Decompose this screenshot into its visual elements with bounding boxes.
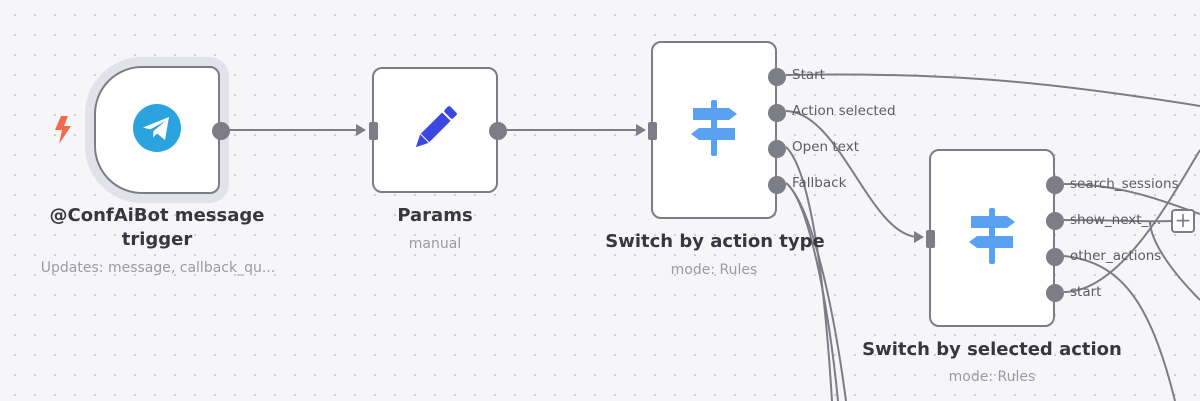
output-port-start[interactable]	[1046, 284, 1064, 302]
output-port-start[interactable]	[768, 68, 786, 86]
signpost-icon	[967, 208, 1017, 268]
output-port-show-next[interactable]	[1046, 212, 1064, 230]
pencil-icon	[407, 100, 463, 160]
switch-action-type-subtitle: mode: Rules	[670, 262, 758, 278]
edge-right-curve	[1149, 220, 1200, 301]
switch-selected-action-node[interactable]	[926, 149, 1064, 327]
output-label-start: Start	[792, 67, 825, 83]
telegram-trigger-title: @ConfAiBot message trigger	[49, 205, 265, 250]
plus-icon: +	[1174, 208, 1192, 232]
output-port-other-actions[interactable]	[1046, 248, 1064, 266]
edge-start-loop	[1063, 149, 1200, 293]
output-port[interactable]	[489, 122, 507, 140]
output-label-open-text: Open text	[792, 139, 859, 155]
switch-selected-action-title: Switch by selected action	[862, 339, 1122, 360]
edge-fallback-out-b	[785, 182, 847, 401]
telegram-icon	[132, 103, 182, 157]
add-node-button[interactable]: +	[1171, 209, 1195, 233]
switch-action-type-title: Switch by action type	[605, 231, 825, 252]
signpost-icon	[689, 100, 739, 160]
arrowhead-switch	[636, 124, 646, 136]
arrowhead-params	[356, 124, 366, 136]
output-label-show-next: show_next_...	[1070, 212, 1162, 228]
edge-start-out	[785, 73, 1200, 107]
output-label-fallback: Fallback	[792, 175, 847, 191]
telegram-trigger-node[interactable]	[94, 66, 230, 194]
output-port[interactable]	[212, 122, 230, 140]
edge-show-next-out	[1063, 219, 1172, 223]
params-node[interactable]	[369, 67, 507, 193]
params-title: Params	[397, 205, 473, 226]
switch-selected-action-subtitle: mode: Rules	[948, 369, 1036, 385]
edge-open-text-out	[785, 146, 833, 401]
output-port-open-text[interactable]	[768, 140, 786, 158]
output-label-action-selected: Action selected	[792, 103, 896, 119]
params-subtitle: manual	[408, 236, 462, 252]
telegram-trigger-subtitle: Updates: message, callback_qu...	[40, 260, 276, 276]
input-port[interactable]	[369, 122, 378, 140]
output-label-other-actions: other_actions	[1070, 248, 1162, 264]
edge-other-actions-out	[1063, 255, 1176, 401]
arrowhead-switch2	[914, 231, 924, 243]
lightning-bolt-icon	[53, 116, 73, 148]
output-port-search-sessions[interactable]	[1046, 176, 1064, 194]
output-label-start: start	[1070, 284, 1102, 300]
input-port[interactable]	[648, 122, 657, 140]
edge-action-selected-switch2	[785, 110, 919, 238]
output-port-action-selected[interactable]	[768, 104, 786, 122]
input-port[interactable]	[926, 230, 935, 248]
output-label-search-sessions: search_sessions	[1070, 176, 1179, 192]
output-port-fallback[interactable]	[768, 176, 786, 194]
switch-action-type-node[interactable]	[648, 41, 786, 219]
